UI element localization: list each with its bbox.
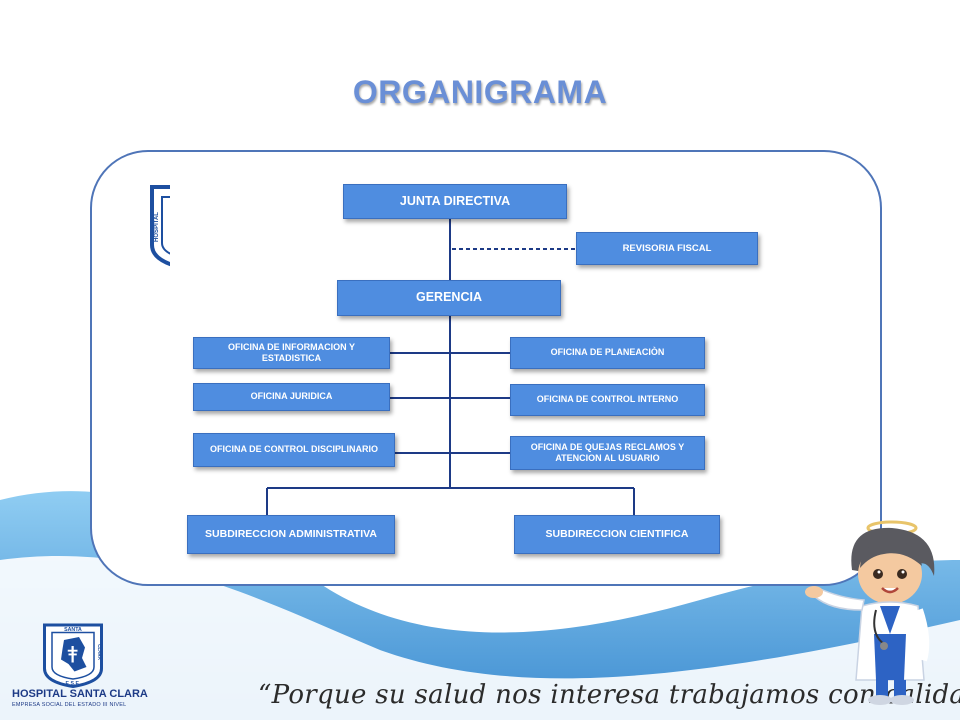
footer-subtitle: EMPRESA SOCIAL DEL ESTADO III NIVEL [12, 702, 127, 708]
slogan: “Porque su salud nos interesa trabajamos… [258, 680, 960, 710]
left-office-0: OFICINA DE INFORMACION Y ESTADISTICA [193, 337, 390, 369]
logo-left-text: HOSPITAL [154, 212, 160, 242]
right-office-2: OFICINA DE QUEJAS RECLAMOS Y ATENCION AL… [510, 436, 705, 470]
right-office-1: OFICINA DE CONTROL INTERNO [510, 384, 705, 416]
subdireccion-administrativa-box: SUBDIRECCION ADMINISTRATIVA [187, 515, 395, 554]
page-title: ORGANIGRAMA [352, 74, 608, 110]
connector-lines [266, 217, 635, 515]
nurse-mascot-image [805, 520, 935, 705]
junta-directiva-box: JUNTA DIRECTIVA [343, 184, 567, 219]
revisoria-fiscal-box: REVISORIA FISCAL [576, 232, 758, 265]
footer-logo: SANTA E.S.E. CLARA [43, 623, 103, 688]
subdireccion-cientifica-box: SUBDIRECCION CIENTIFICA [514, 515, 720, 554]
org-chart: JUNTA DIRECTIVA REVISORIA FISCAL GERENCI… [170, 170, 770, 570]
footer-hospital-name: HOSPITAL SANTA CLARA [12, 688, 148, 700]
right-office-0: OFICINA DE PLANEACIÒN [510, 337, 705, 369]
left-office-2: OFICINA DE CONTROL DISCIPLINARIO [193, 433, 395, 467]
gerencia-box: GERENCIA [337, 280, 561, 316]
left-office-1: OFICINA JURIDICA [193, 383, 390, 411]
footer-logo-top-text: SANTA [64, 627, 82, 633]
footer-logo-right-text: CLARA [97, 644, 102, 660]
footer-logo-bottom-text: E.S.E. [66, 681, 81, 687]
